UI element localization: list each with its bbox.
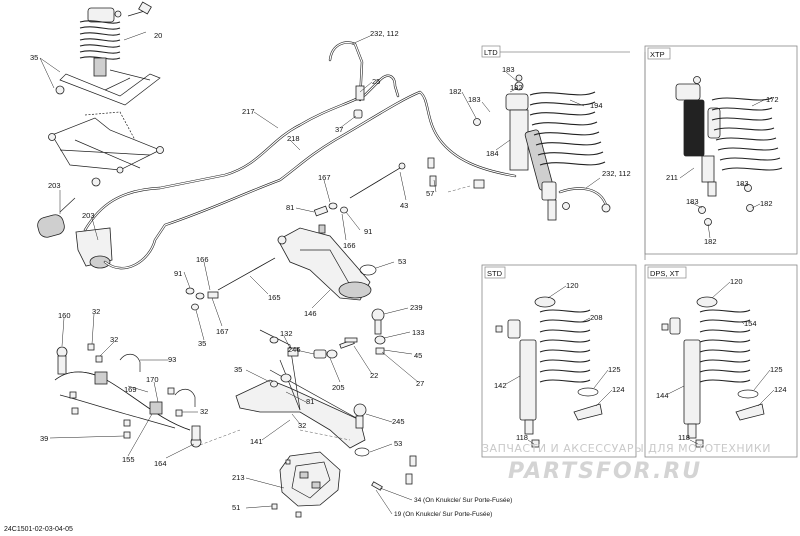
callout: 37 [335,125,343,134]
callout: 20 [154,31,162,40]
callout: 124 [774,385,787,394]
lower-a-arm-group [199,329,370,457]
callout: 203 [48,181,61,190]
callout: 132 [280,329,293,338]
box-title-dps-xt: DPS, XT [650,269,680,278]
callout: 32 [298,421,306,430]
brake-hoses [83,41,611,270]
box-title-ltd: LTD [484,48,498,57]
bracket-213 [271,451,417,518]
callout: 25 [372,77,380,86]
callout: 166 [196,255,209,264]
callout: 182 [449,87,462,96]
callout: 39 [40,434,48,443]
callout: 124 [612,385,625,394]
watermark-tagline: ЗАПЧАСТИ И АКСЕССУАРЫ ДЛЯ МОТОТЕХНИКИ [482,442,771,455]
callout: 167 [318,173,331,182]
callout: 57 [426,189,434,198]
callout: 164 [154,459,167,468]
callout: 183 [502,65,515,74]
callout: 160 [58,311,71,320]
callout: 35 [30,53,38,62]
callout: 32 [200,407,208,416]
callout: 170 [146,375,159,384]
callout: 53 [394,439,402,448]
callout: 81 [306,397,314,406]
callout: 45 [414,351,422,360]
sway-bar-group [54,343,202,448]
callout: 154 [744,319,757,328]
callout: 155 [122,455,135,464]
callout: 118 [516,433,528,442]
callout: 208 [590,313,603,322]
callout: 146 [304,309,317,318]
reference-suspension-assembly [48,1,164,187]
callout: 141 [250,437,263,446]
callout: 218 [287,134,300,143]
callout: 211 [666,173,678,182]
callout: 142 [494,381,507,390]
callout: 184 [486,149,499,158]
callout: 32 [92,307,100,316]
callout: 205 [332,383,345,392]
callout: 183 [686,197,699,206]
callout: 133 [412,328,425,337]
callout: 93 [168,355,176,364]
callout-labels: 35 20 203 203 217 218 232, 112 25 37 167… [30,29,787,512]
callout: 120 [566,281,579,290]
callout: 232, 112 [370,29,399,38]
xtp-shock-assembly [644,45,798,255]
watermark-logo: PARTSFOR.RU [508,459,702,484]
callout: 182 [760,199,773,208]
callout: 232, 112 [602,169,631,178]
callout: 27 [416,379,424,388]
callout: 35 [234,365,242,374]
callout: 118 [678,433,690,442]
callout: 120 [730,277,743,286]
variant-box-titles: LTD XTP STD DPS, XT [484,48,680,278]
callout: 125 [608,365,621,374]
upper-a-arm-group [185,162,406,355]
callout: 172 [766,95,779,104]
callout: 91 [364,227,372,236]
ltd-shock-assembly [473,45,646,260]
callout: 182 [704,237,717,246]
callout: 183 [736,179,749,188]
callout: 51 [232,503,240,512]
callout: 43 [400,201,408,210]
callout: 35 [198,339,206,348]
callout: 246 [288,345,301,354]
note-34-on-knuckle: 34 (On Knukcle/ Sur Porte-Fusée) [414,497,512,504]
box-title-xtp: XTP [650,50,665,59]
callout: 194 [590,101,603,110]
callout: 245 [392,417,405,426]
reservoir-canister [37,197,113,269]
callout: 217 [242,107,255,116]
callout: 32 [110,335,118,344]
callout: 22 [370,371,378,380]
callout: 239 [410,303,423,312]
note-19-on-knuckle: 19 (On Knukcle/ Sur Porte-Fusée) [394,511,492,518]
leader-lines [39,31,775,515]
callout: 169 [124,385,137,394]
callout: 125 [770,365,783,374]
callout: 81 [286,203,294,212]
callout: 165 [268,293,281,302]
callout: 53 [398,257,406,266]
callout: 203 [82,211,95,220]
callout: 167 [216,327,229,336]
callout: 166 [343,241,356,250]
callout: 91 [174,269,182,278]
callout: 183 [468,95,481,104]
callout: 213 [232,473,245,482]
diagram-code: 24C1501-02-03-04-05 [4,526,73,533]
box-title-std: STD [487,269,503,278]
callout: 144 [656,391,669,400]
dps-xt-shock-assembly [644,264,798,458]
callout: 182 [510,83,523,92]
std-shock-assembly [481,264,637,458]
